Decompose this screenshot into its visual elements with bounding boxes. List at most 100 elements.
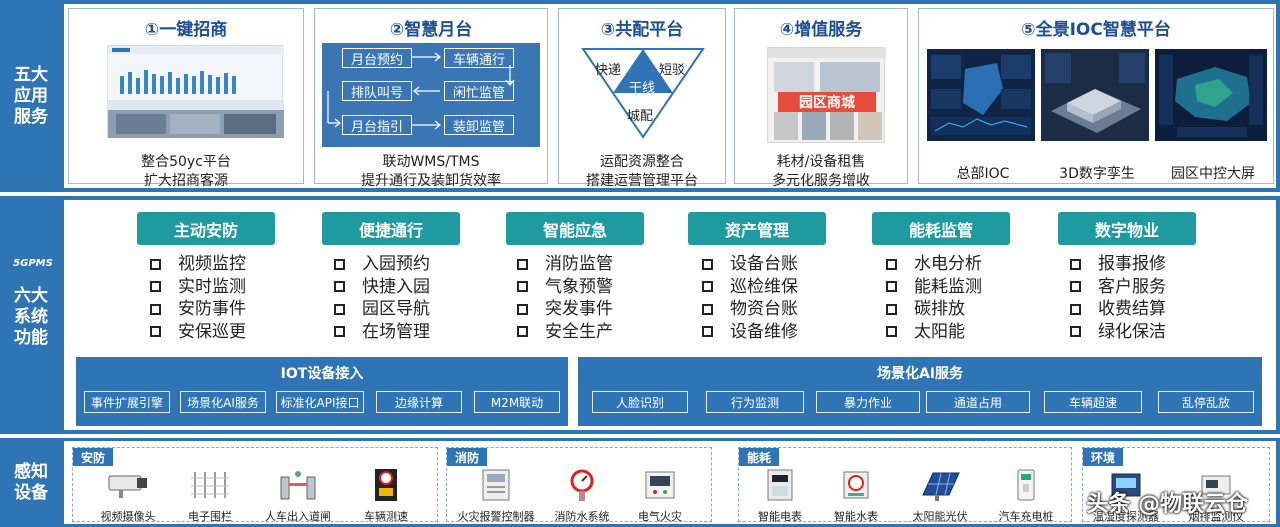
list-item[interactable]: 入园预约 — [334, 253, 430, 276]
device-label: 消防水系统 — [554, 510, 610, 523]
list-item[interactable]: 园区导航 — [334, 298, 430, 321]
device-label: 智能电表 — [758, 510, 802, 523]
list-item[interactable]: 物资台账 — [702, 298, 798, 321]
app-desc-line: 搭建运营管理平台 — [586, 173, 698, 189]
device-gate[interactable]: 人车出入道闸 — [243, 468, 353, 524]
investment-platform-screenshot — [107, 45, 284, 138]
list-item[interactable]: 突发事件 — [517, 298, 613, 321]
iot-button-ai-service[interactable]: 场景化AI服务 — [180, 391, 266, 413]
list-item[interactable]: 安全生产 — [517, 321, 613, 344]
list-item[interactable]: 消防监管 — [517, 253, 613, 276]
list-item[interactable]: 气象预警 — [517, 276, 613, 299]
list-item[interactable]: 实时监测 — [150, 276, 246, 299]
watermark: 头条 @物联云仓 — [1086, 492, 1248, 517]
list-item[interactable]: 水电分析 — [886, 253, 982, 276]
app-card-shared-delivery[interactable]: ③共配平台 快递 短驳 干线 城配 运配资源整合 搭建运营管理平台 — [558, 8, 726, 189]
device-smart-meter[interactable]: 智能电表 — [725, 468, 835, 524]
list-item[interactable]: 安保巡更 — [150, 321, 246, 344]
list-item-label: 实时监测 — [178, 276, 246, 297]
list-item[interactable]: 在场管理 — [334, 321, 430, 344]
device-ev-charger[interactable]: 汽车充电桩 — [971, 468, 1081, 524]
checkbox-icon — [334, 326, 345, 338]
section-label-devices: 感知 设备 — [14, 461, 48, 503]
iot-button-m2m[interactable]: M2M联动 — [474, 391, 560, 413]
device-electrical-fire[interactable]: 电气火灾 — [605, 468, 715, 524]
list-item[interactable]: 巡检维保 — [702, 276, 798, 299]
ai-button-face[interactable]: 人脸识别 — [592, 391, 688, 413]
checkbox-icon — [702, 281, 713, 293]
logo-5gpms: 5GPMS — [13, 258, 53, 269]
list-item[interactable]: 能耗监测 — [886, 276, 982, 299]
device-water-meter[interactable]: 智能水表 — [801, 468, 911, 524]
system-pill-emergency[interactable]: 智能应急 — [506, 212, 644, 245]
checkbox-icon — [702, 258, 713, 270]
list-item[interactable]: 太阳能 — [886, 321, 982, 344]
device-water-system[interactable]: 消防水系统 — [527, 468, 637, 524]
flow-node: 月台指引 — [342, 115, 412, 135]
app-card-title: ④增值服务 — [779, 20, 863, 40]
list-item-label: 突发事件 — [545, 299, 613, 319]
list-item[interactable]: 设备维修 — [702, 321, 798, 344]
device-fence[interactable]: 电子围栏 — [155, 468, 265, 524]
app-card-value-added[interactable]: ④增值服务 园区商城 耗材/设备租售 多元化服务增收 — [734, 8, 908, 189]
app-desc-line: 耗材/设备租售 — [776, 154, 866, 170]
checkbox-icon — [1070, 281, 1081, 293]
checkbox-icon — [517, 303, 528, 315]
list-item-label: 收费结算 — [1098, 299, 1166, 319]
device-label: 车辆测速 — [364, 510, 408, 523]
ai-button-parking[interactable]: 乱停乱放 — [1158, 391, 1254, 413]
list-item[interactable]: 安防事件 — [150, 298, 246, 321]
list-item-label: 巡检维保 — [730, 276, 798, 297]
app-card-ioc[interactable]: ⑤全景IOC智慧平台 — [918, 8, 1274, 184]
system-pill-energy[interactable]: 能耗监管 — [872, 212, 1010, 245]
list-item[interactable]: 视频监控 — [150, 253, 246, 276]
section-label-applications: 五大 应用 服务 — [14, 64, 48, 127]
app-card-investment[interactable]: ①一键招商 — [68, 8, 304, 189]
iot-button-api[interactable]: 标准化API接口 — [276, 391, 364, 413]
ai-button-speeding[interactable]: 车辆超速 — [1044, 391, 1142, 413]
app-card-smart-platform[interactable]: ②智慧月台 月台预约 车辆通行 排队叫号 闲忙监管 月台指引 装卸监管 — [314, 8, 548, 189]
device-solar-pv[interactable]: 太阳能光伏 — [885, 468, 995, 524]
flow-node: 闲忙监管 — [444, 81, 514, 101]
list-item[interactable]: 设备台账 — [702, 253, 798, 276]
device-label: 烟排监测仪 — [1188, 510, 1244, 523]
device-humidity-sensor[interactable]: 温湿度探测器 — [1071, 468, 1181, 524]
checkbox-icon — [334, 303, 345, 315]
ai-button-violent-op[interactable]: 暴力作业 — [816, 391, 920, 413]
list-item[interactable]: 客户服务 — [1070, 276, 1166, 299]
system-functions-panel: 主动安防 便捷通行 智能应急 资产管理 能耗监管 数字物业 视频监控 实时监测 … — [64, 200, 1276, 430]
pressure-gauge-icon — [561, 468, 603, 502]
app-card-title: ⑤全景IOC智慧平台 — [1021, 20, 1171, 40]
device-fire-alarm[interactable]: 火灾报警控制器 — [441, 468, 551, 524]
fire-alarm-panel-icon — [475, 468, 517, 502]
list-item[interactable]: 快捷入园 — [334, 276, 430, 299]
system-pill-property[interactable]: 数字物业 — [1058, 212, 1196, 245]
system-pill-access[interactable]: 便捷通行 — [322, 212, 460, 245]
ev-charger-icon — [1005, 468, 1047, 502]
checkbox-icon — [150, 326, 161, 338]
list-item-label: 报事报修 — [1098, 254, 1166, 274]
iot-button-event-engine[interactable]: 事件扩展引擎 — [84, 391, 170, 413]
list-item[interactable]: 收费结算 — [1070, 298, 1166, 321]
iot-button-edge-computing[interactable]: 边缘计算 — [376, 391, 462, 413]
electric-meter-icon — [759, 468, 801, 502]
list-item[interactable]: 报事报修 — [1070, 253, 1166, 276]
list-item-label: 碳排放 — [914, 299, 965, 319]
app-desc-line: 整合50yc平台 — [141, 154, 231, 170]
system-pill-security[interactable]: 主动安防 — [137, 212, 275, 245]
triangle-label: 短驳 — [659, 63, 686, 78]
list-item[interactable]: 绿化保洁 — [1070, 321, 1166, 344]
ai-button-behavior[interactable]: 行为监测 — [706, 391, 804, 413]
device-smoke-monitor[interactable]: 烟排监测仪 — [1161, 468, 1271, 524]
device-speed-sign[interactable]: 车辆测速 — [331, 468, 441, 524]
system-pill-assets[interactable]: 资产管理 — [688, 212, 826, 245]
system-feature-list: 设备台账 巡检维保 物资台账 设备维修 — [702, 253, 798, 343]
group-tag: 安防 — [73, 448, 114, 466]
ai-button-channel[interactable]: 通道占用 — [926, 391, 1030, 413]
list-item-label: 设备维修 — [730, 321, 798, 342]
device-camera[interactable]: 视频摄像头 — [73, 468, 183, 524]
app-desc-line: 提升通行及装卸货效率 — [361, 173, 501, 189]
camera-icon — [107, 468, 149, 502]
app-desc-line: 扩大招商客源 — [144, 173, 228, 189]
list-item[interactable]: 碳排放 — [886, 298, 982, 321]
